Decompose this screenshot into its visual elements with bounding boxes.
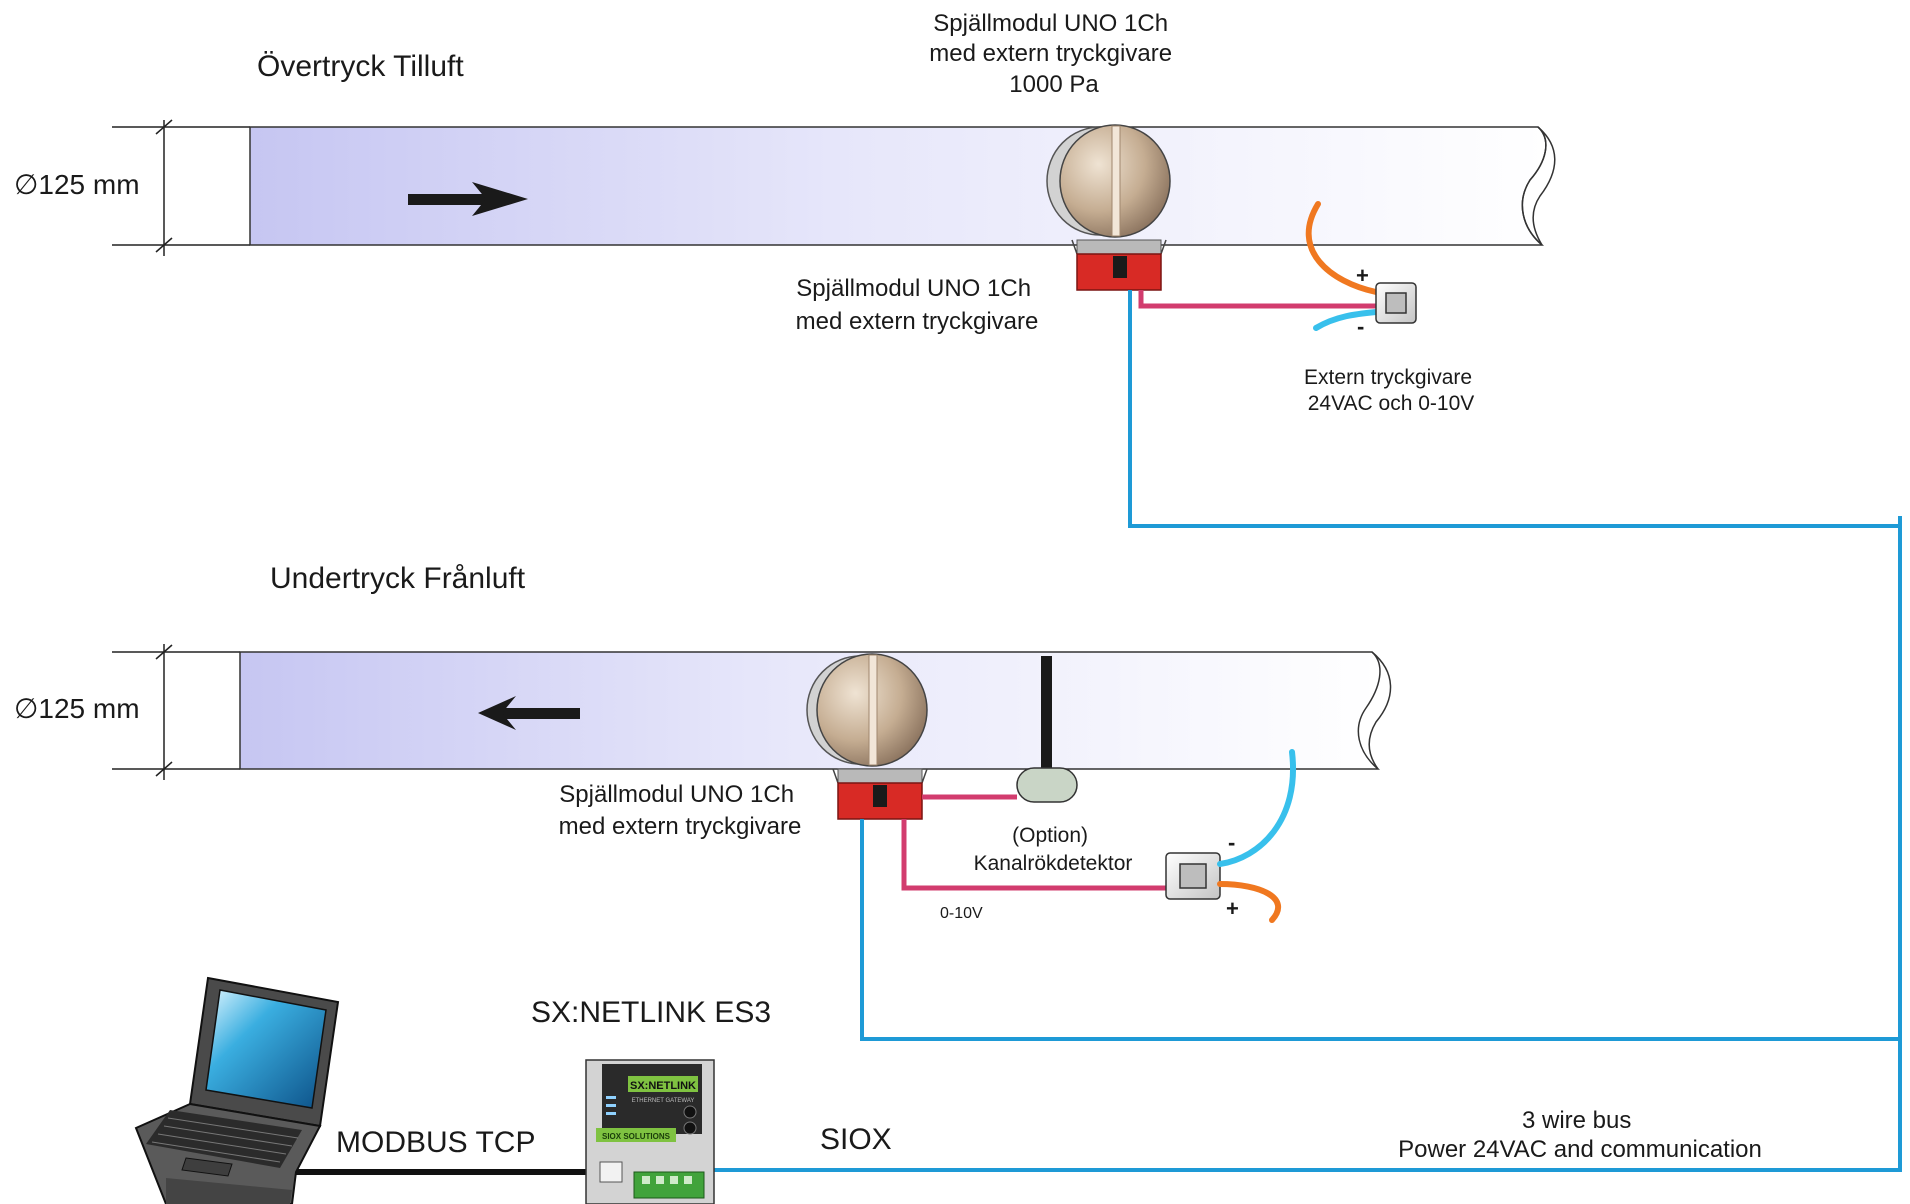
top-signal-wire bbox=[1138, 290, 1376, 309]
top-damper-title: Spjällmodul UNO 1Ch med extern tryckgiva… bbox=[929, 10, 1178, 98]
signal-label: 0-10V bbox=[940, 905, 983, 922]
gateway-subtitle: ETHERNET GATEWAY bbox=[632, 1098, 695, 1104]
bottom-power-plus-wire bbox=[1217, 881, 1282, 923]
top-minus-sign: - bbox=[1357, 314, 1364, 339]
modbus-label: MODBUS TCP bbox=[336, 1126, 535, 1159]
option-label: (Option) Kanalrökdetektor bbox=[974, 824, 1133, 875]
bottom-duct-system: Undertryck Frånluft ∅125 mm bbox=[14, 562, 1392, 923]
bottom-power-minus-wire bbox=[1217, 749, 1297, 867]
top-power-plus-wire bbox=[1305, 201, 1379, 295]
gateway-title: SX:NETLINK ES3 bbox=[531, 996, 771, 1029]
smoke-detector bbox=[1016, 656, 1078, 803]
bottom-diameter-label: ∅125 mm bbox=[14, 693, 140, 724]
bottom-plus-sign: + bbox=[1226, 896, 1239, 921]
siox-bus-wiring bbox=[712, 290, 1902, 1172]
bottom-pressure-sensor bbox=[1165, 852, 1221, 900]
top-diameter-label: ∅125 mm bbox=[14, 169, 140, 200]
laptop-icon bbox=[134, 976, 340, 1204]
top-damper-label: Spjällmodul UNO 1Ch med extern tryckgiva… bbox=[796, 275, 1039, 335]
bottom-damper bbox=[806, 653, 928, 820]
top-damper bbox=[1046, 124, 1171, 291]
top-duct bbox=[249, 126, 1547, 246]
top-bus-wire bbox=[1128, 290, 1900, 528]
bottom-damper-label: Spjällmodul UNO 1Ch med extern tryckgiva… bbox=[559, 781, 802, 840]
top-diameter-dimension bbox=[112, 119, 250, 256]
top-duct-system: Övertryck Tilluft ∅125 mm bbox=[14, 10, 1556, 415]
gateway-brand: SX:NETLINK bbox=[630, 1080, 696, 1092]
bus-label: 3 wire bus Power 24VAC and communication bbox=[1398, 1107, 1762, 1163]
top-power-minus-wire bbox=[1313, 309, 1379, 331]
top-pressure-sensor bbox=[1375, 282, 1417, 324]
bottom-minus-sign: - bbox=[1228, 830, 1235, 855]
top-flow-arrow bbox=[408, 182, 528, 216]
top-title: Övertryck Tilluft bbox=[257, 50, 464, 83]
main-bus-wire bbox=[712, 516, 1902, 1172]
siox-label: SIOX bbox=[820, 1123, 892, 1156]
top-plus-sign: + bbox=[1356, 263, 1369, 288]
bottom-signal-wire bbox=[901, 819, 1166, 891]
bottom-flow-arrow bbox=[478, 696, 580, 730]
bottom-title: Undertryck Frånluft bbox=[270, 562, 526, 595]
bottom-diameter-dimension bbox=[112, 644, 240, 780]
netlink-gateway: SX:NETLINK ETHERNET GATEWAY SIOX SOLUTIO… bbox=[585, 1059, 715, 1204]
bottom-bus-wire bbox=[860, 819, 1900, 1041]
top-sensor-label: Extern tryckgivare 24VAC och 0-10V bbox=[1304, 366, 1478, 415]
gateway-maker: SIOX SOLUTIONS bbox=[602, 1132, 671, 1141]
